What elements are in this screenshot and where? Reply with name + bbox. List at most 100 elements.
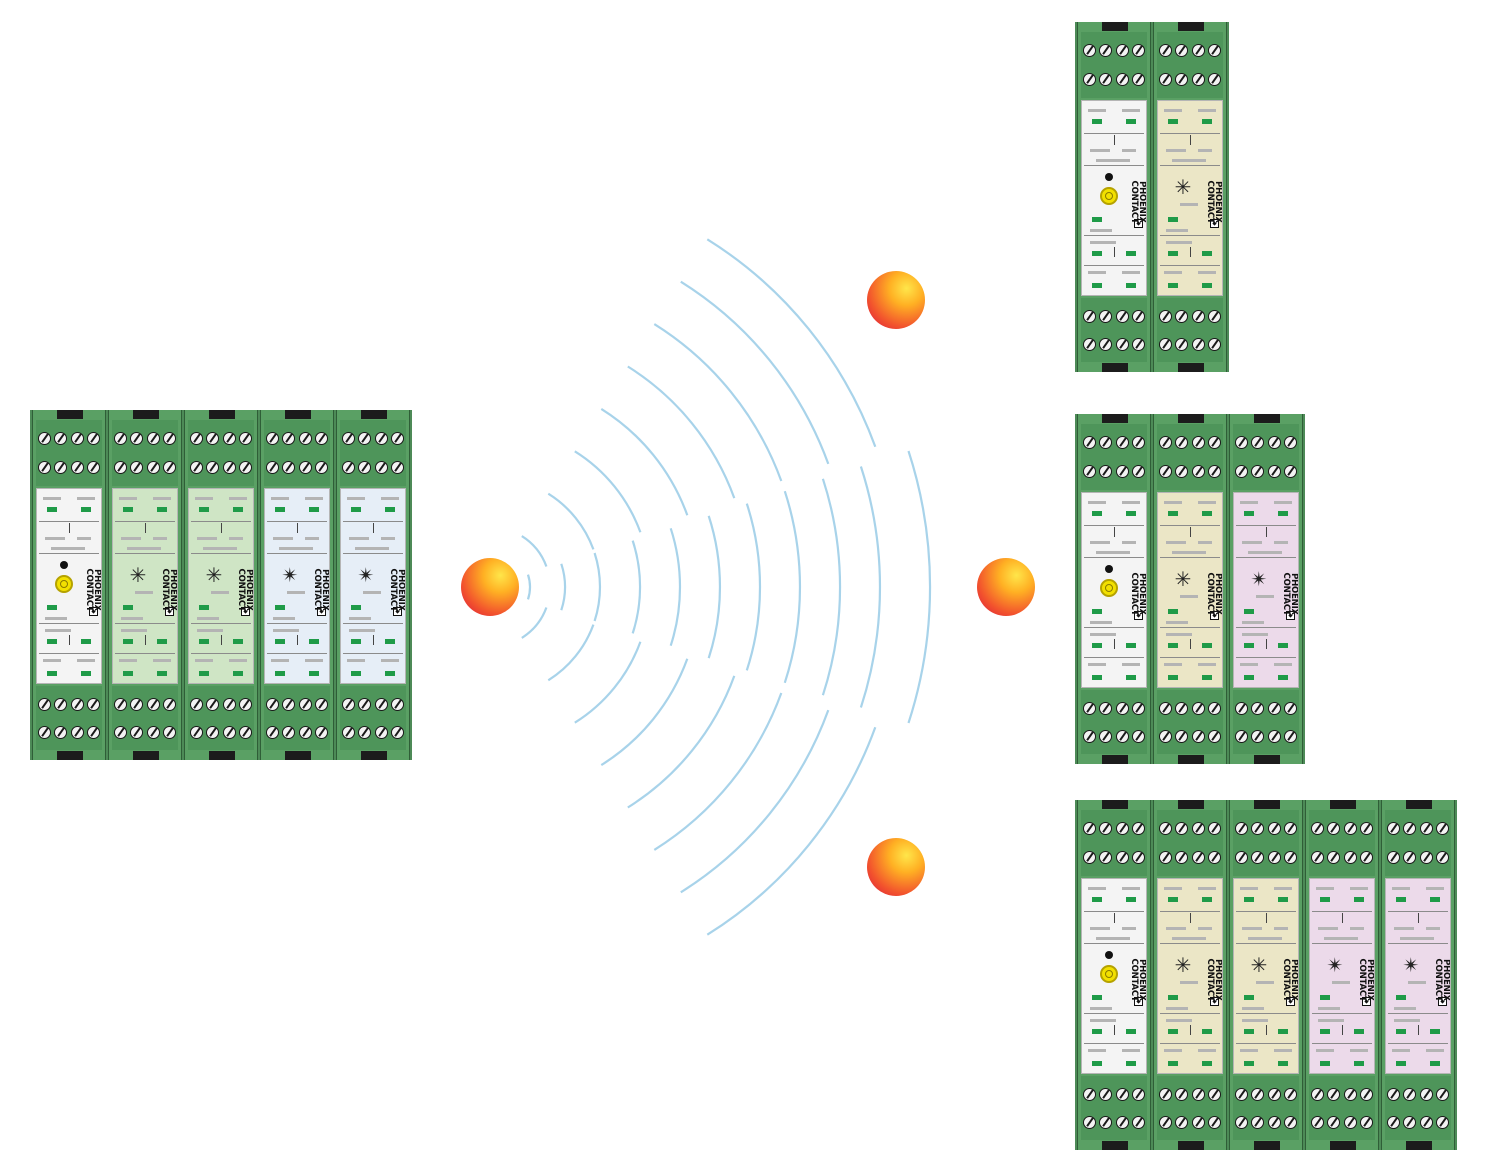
label-line [45, 537, 65, 540]
brand-line1: PHOENIX [320, 569, 330, 611]
asterisk-star-icon: ✴ [357, 563, 375, 587]
screw-icon [391, 697, 405, 711]
section-tick [145, 523, 146, 533]
brand-line1: PHOENIX [244, 569, 254, 611]
red-sphere-icon [461, 558, 519, 616]
screw-icon [1132, 822, 1146, 835]
asterisk-star-icon: ✳ [1174, 953, 1192, 977]
brand-line2: CONTACT [1129, 572, 1139, 616]
terminal-row [1157, 729, 1223, 743]
status-led-icon [385, 671, 395, 676]
din-clip-icon [361, 410, 387, 419]
screw-icon [222, 461, 236, 474]
section-tick [1114, 247, 1115, 257]
label-line [305, 497, 323, 500]
screw-icon [1115, 851, 1129, 864]
status-led-icon [275, 639, 285, 644]
screw-icon [1251, 436, 1265, 449]
label-line [77, 537, 91, 540]
status-led-icon [275, 507, 285, 512]
screw-icon [1175, 1087, 1189, 1101]
screw-icon [1310, 1087, 1324, 1101]
section-tick [1114, 1025, 1115, 1035]
label-line [1122, 501, 1140, 504]
status-led-icon [1092, 643, 1102, 648]
terminal-block [1081, 690, 1147, 754]
brand-line2: CONTACT [1129, 958, 1139, 1002]
screw-icon [358, 461, 372, 474]
label-line [1198, 887, 1216, 890]
label-line [1426, 887, 1444, 890]
screw-icon [265, 697, 279, 711]
status-led-icon [1354, 1061, 1364, 1066]
screw-icon [70, 725, 84, 739]
section-divider [1312, 911, 1372, 912]
label-line [1166, 621, 1188, 624]
screw-icon [1132, 309, 1146, 323]
label-line [1198, 541, 1212, 544]
screw-icon [189, 725, 203, 739]
status-led-icon [1092, 897, 1102, 902]
label-line [1242, 541, 1262, 544]
screw-icon [163, 432, 177, 445]
screw-icon [1099, 701, 1113, 715]
radio-wave-icon [547, 492, 595, 550]
terminal-row [1157, 1087, 1223, 1101]
screw-icon [37, 461, 51, 474]
screw-icon [1419, 1087, 1433, 1101]
screw-icon [1403, 851, 1417, 864]
label-line [1426, 1049, 1444, 1052]
screw-icon [265, 725, 279, 739]
screw-icon [1158, 1115, 1172, 1129]
screw-icon [315, 461, 329, 474]
screw-icon [87, 461, 101, 474]
terminal-row [340, 725, 406, 739]
screw-icon [130, 461, 144, 474]
section-divider [1160, 133, 1220, 134]
label-line [1256, 595, 1274, 598]
status-led-icon [1278, 1061, 1288, 1066]
label-line [349, 537, 369, 540]
screw-icon [1343, 1115, 1357, 1129]
terminal-row [1309, 851, 1375, 865]
screw-icon [1175, 44, 1189, 57]
screw-icon [1386, 822, 1400, 835]
label-line [1248, 551, 1282, 554]
screw-icon [1284, 436, 1298, 449]
section-divider [115, 521, 175, 522]
label-line [1240, 663, 1258, 666]
screw-icon [1208, 73, 1222, 86]
screw-icon [1251, 822, 1265, 835]
terminal-row [1081, 1115, 1147, 1129]
brand-logo-icon [1210, 219, 1219, 228]
yellow-knob-icon [1100, 965, 1118, 983]
terminal-row [264, 697, 330, 711]
section-divider [343, 553, 403, 554]
radio-wave-icon [600, 407, 689, 516]
brand-logo-icon [1286, 611, 1295, 620]
section-divider [191, 553, 251, 554]
label-line [1180, 595, 1198, 598]
screw-icon [1099, 1087, 1113, 1101]
section-divider [1236, 1013, 1296, 1014]
status-led-icon [1168, 609, 1178, 614]
status-led-icon [123, 671, 133, 676]
terminal-block [264, 420, 330, 486]
label-line [1180, 203, 1198, 206]
terminal-block [188, 686, 254, 750]
label-line [273, 617, 295, 620]
terminal-row [1081, 701, 1147, 715]
din-clip-icon [57, 751, 83, 760]
brand-line1: PHOENIX [1289, 959, 1299, 1001]
section-divider [1084, 165, 1144, 166]
label-line [1248, 937, 1282, 940]
